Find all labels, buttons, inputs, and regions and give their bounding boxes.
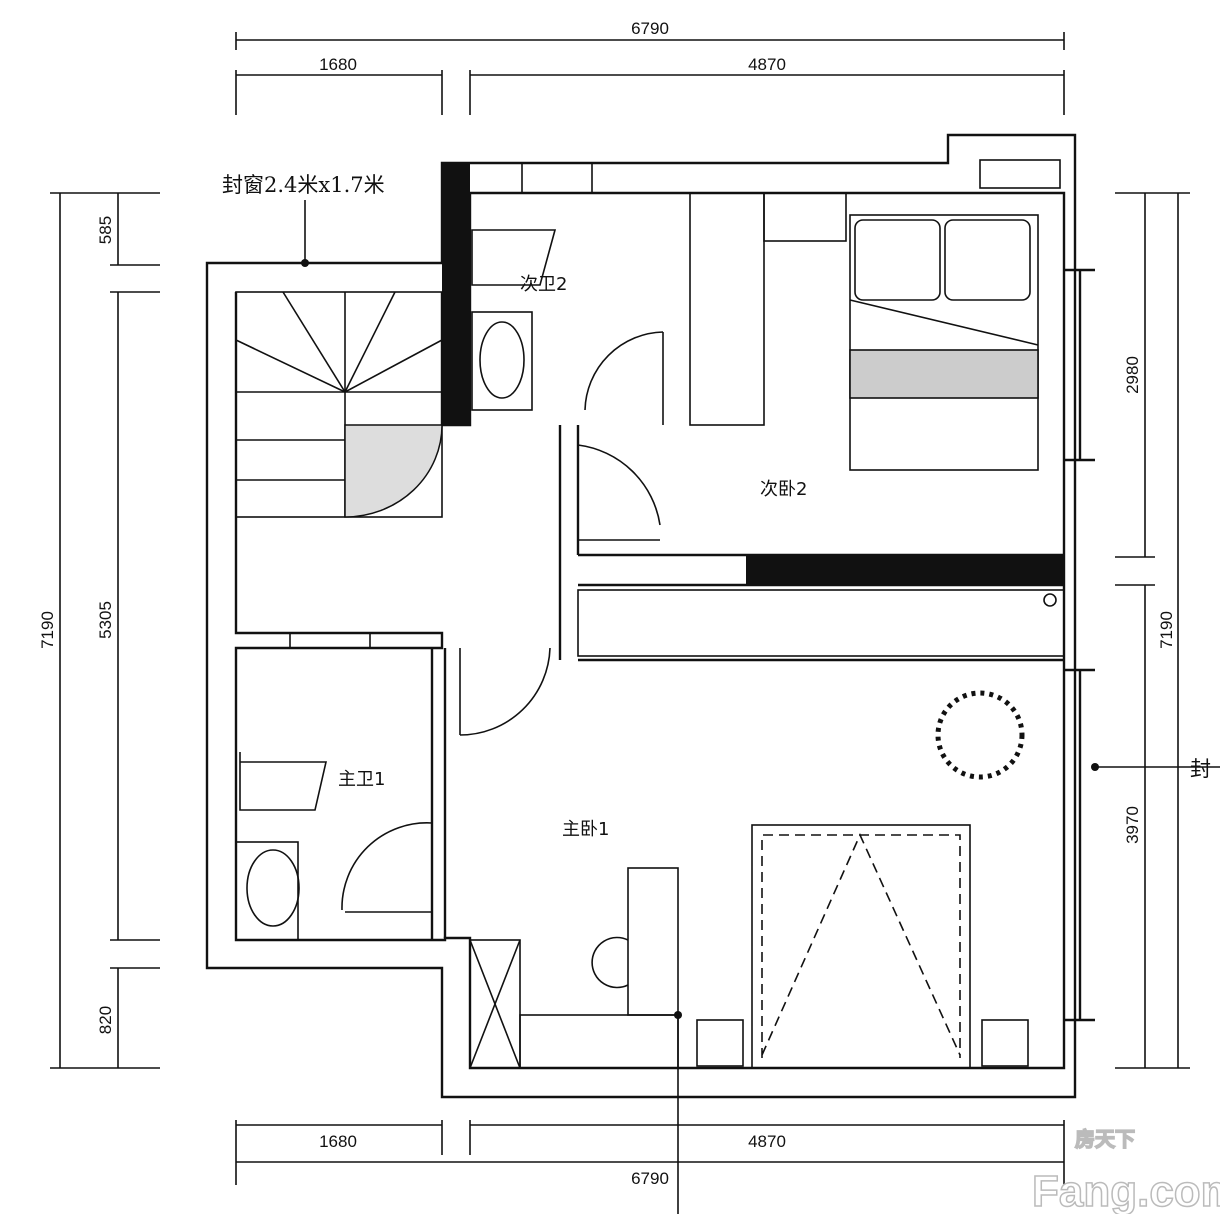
bedroom-2-furniture xyxy=(577,159,1065,657)
landing-pattern xyxy=(344,424,443,518)
bathroom-2-fixtures xyxy=(471,162,664,425)
svg-text:Fang.com: Fang.com xyxy=(1032,1167,1220,1214)
master-bedroom-furniture xyxy=(469,690,1029,1069)
dim-left-bottom: 820 xyxy=(96,1006,115,1034)
dim-left-total: 7190 xyxy=(38,611,57,649)
dim-bottom-left: 1680 xyxy=(319,1132,357,1151)
window-note-right: 封 xyxy=(1190,757,1211,781)
walls xyxy=(205,133,1095,1099)
dim-top-right: 4870 xyxy=(748,55,786,74)
room-label-master-bath: 主卫1 xyxy=(338,769,385,790)
window-note: 封窗2.4米x1.7米 xyxy=(222,173,385,197)
dim-left-top: 585 xyxy=(96,216,115,244)
room-label-second-bath: 次卫2 xyxy=(520,274,567,295)
dimension-lines xyxy=(50,32,1220,1214)
staircase xyxy=(235,291,443,518)
room-label-master-bedroom: 主卧1 xyxy=(562,819,609,840)
dim-bottom-right: 4870 xyxy=(748,1132,786,1151)
dim-right-bottom: 3970 xyxy=(1123,806,1142,844)
window-marker xyxy=(1091,763,1099,771)
watermark-logo: 房天下 Fang.com xyxy=(1031,1126,1220,1214)
room-label-second-bedroom: 次卧2 xyxy=(760,479,807,500)
dim-right-top: 2980 xyxy=(1123,356,1142,394)
dim-left-middle: 5305 xyxy=(96,601,115,639)
dim-top-total: 6790 xyxy=(631,19,669,38)
structural-column xyxy=(442,163,470,425)
dim-bottom-total: 6790 xyxy=(631,1169,669,1188)
dim-top-left: 1680 xyxy=(319,55,357,74)
structural-beam xyxy=(746,555,1064,585)
master-bath-fixtures xyxy=(235,632,551,941)
dim-right-total: 7190 xyxy=(1157,611,1176,649)
svg-text:房天下: 房天下 xyxy=(1075,1127,1135,1151)
